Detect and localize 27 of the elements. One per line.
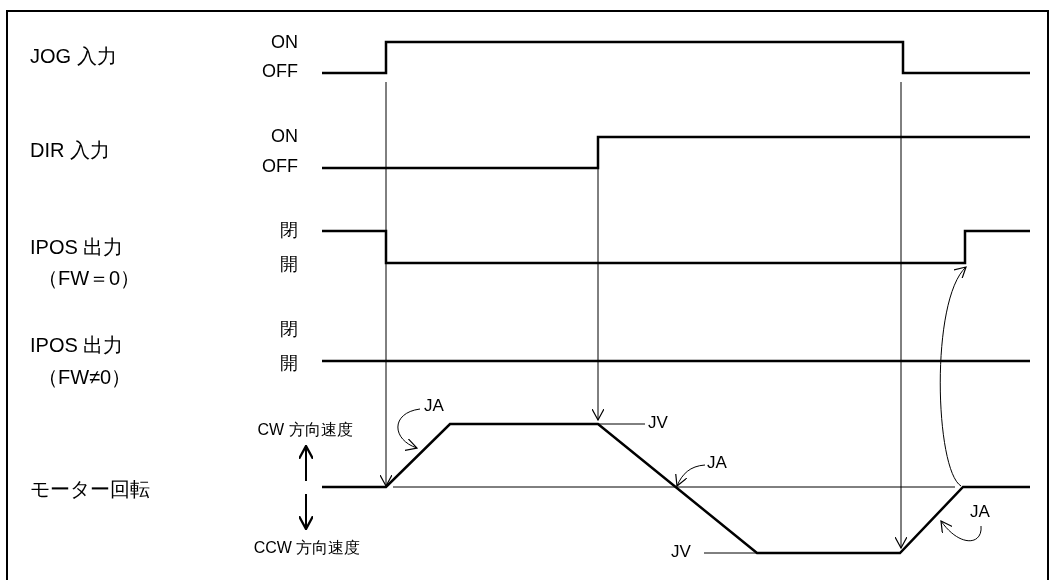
parameter-label: JA [707, 454, 727, 471]
condition-label: （FW≠0） [38, 367, 132, 387]
parameter-label: JA [424, 397, 444, 414]
signal-name: IPOS 出力 [30, 237, 124, 257]
leader-line [675, 464, 706, 487]
parameter-label: JV [671, 543, 691, 560]
state-label: ON [271, 33, 298, 51]
axis-label: CW 方向速度 [257, 422, 353, 438]
signal-name: DIR 入力 [30, 140, 110, 160]
state-label: 閉 [280, 221, 298, 239]
state-label: 開 [280, 354, 298, 372]
state-label: 閉 [280, 320, 298, 338]
axis-label: CCW 方向速度 [253, 540, 361, 556]
leader-line [940, 520, 982, 542]
signal-name: JOG 入力 [30, 46, 117, 66]
state-label: OFF [262, 157, 298, 175]
state-label: OFF [262, 62, 298, 80]
signal-name: IPOS 出力 [30, 335, 124, 355]
state-label: 開 [280, 255, 298, 273]
state-label: ON [271, 127, 298, 145]
leader-line [703, 552, 758, 554]
parameter-label: JV [648, 414, 668, 431]
signal-name: モーター回転 [30, 479, 150, 499]
condition-label: （FW＝0） [38, 268, 141, 288]
leader-line [597, 423, 646, 425]
parameter-label: JA [970, 503, 990, 520]
leader-line [397, 408, 421, 450]
